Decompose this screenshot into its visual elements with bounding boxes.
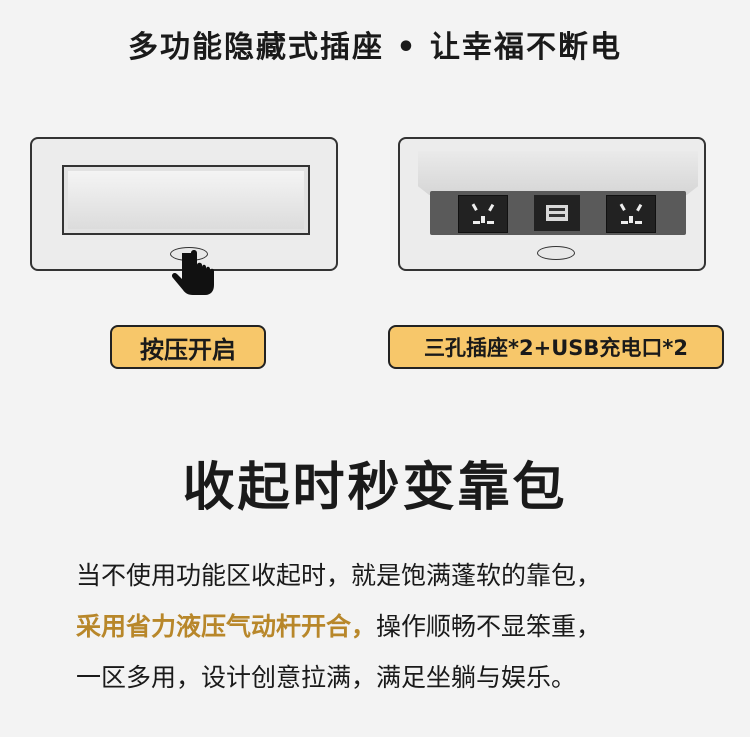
page-title: 多功能隐藏式插座 • 让幸福不断电 bbox=[127, 30, 623, 65]
panel-closed bbox=[30, 137, 338, 295]
closed-lid bbox=[62, 165, 310, 235]
press-open-label: 按压开启 bbox=[110, 325, 266, 369]
power-outlet-icon bbox=[606, 195, 656, 233]
section-headline: 收起时秒变靠包 bbox=[182, 458, 568, 518]
description-line-1: 当不使用功能区收起时，就是饱满蓬软的靠包， bbox=[76, 561, 602, 590]
usb-port-icon bbox=[534, 195, 580, 231]
power-outlet-icon bbox=[458, 195, 508, 233]
popup-socket-strip bbox=[430, 191, 686, 235]
description-highlight: 采用省力液压气动杆开合， bbox=[76, 612, 377, 641]
press-button[interactable] bbox=[537, 246, 575, 260]
panel-open bbox=[398, 137, 706, 271]
description-line-3: 一区多用，设计创意拉满，满足坐躺与娱乐。 bbox=[76, 663, 577, 692]
description-line-2: 采用省力液压气动杆开合，操作顺畅不显笨重， bbox=[76, 614, 716, 640]
hand-pointer-icon bbox=[172, 250, 214, 295]
socket-spec-label: 三孔插座*2+USB充电口*2 bbox=[388, 325, 724, 369]
popup-cover bbox=[418, 151, 698, 195]
description-line-2-rest: 操作顺畅不显笨重， bbox=[376, 612, 602, 641]
